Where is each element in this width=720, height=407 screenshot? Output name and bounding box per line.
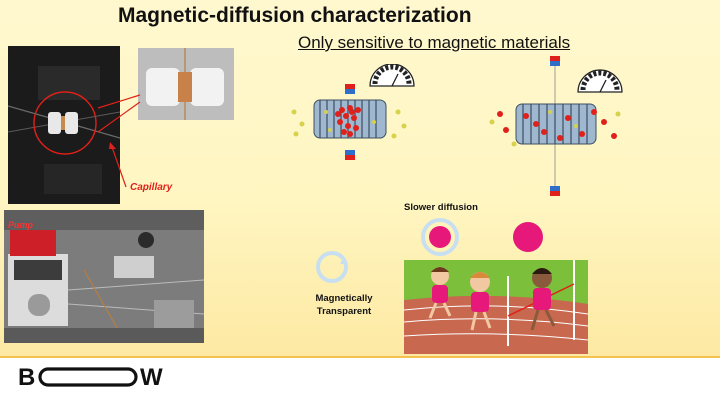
magnet-zoom-photo <box>138 48 234 120</box>
slower-diffusion-label: Slower diffusion <box>404 202 478 213</box>
diffusion-diagram-magnetic <box>291 64 415 160</box>
gauge-icon <box>369 64 415 87</box>
magnet-icon <box>550 186 560 196</box>
circular-arrow-icon <box>316 251 348 283</box>
coil-icon <box>313 99 387 139</box>
slide-subtitle: Only sensitive to magnetic materials <box>298 33 571 52</box>
magnet-icon <box>345 150 355 160</box>
pump-photo <box>4 210 204 343</box>
pump-label: Pump <box>8 220 34 230</box>
footer <box>0 356 720 407</box>
gauge-icon <box>577 69 623 93</box>
logo-letter-right: W <box>140 364 163 390</box>
slide-title: Magnetic-diffusion characterization <box>118 4 472 27</box>
bcw-logo: B W <box>18 364 170 395</box>
magnet-icon <box>345 84 355 94</box>
race-illustration <box>404 260 588 354</box>
coil-icon <box>515 103 597 145</box>
capillary-label: Capillary <box>130 182 173 193</box>
magnet-icon <box>550 56 560 66</box>
diffusion-diagram-spread <box>489 56 623 196</box>
pink-spheres <box>421 218 543 256</box>
setup-photo <box>8 46 120 204</box>
circular-arrow-icon <box>421 218 459 256</box>
magnetically-transparent-label: Magnetically Transparent <box>315 293 373 317</box>
logo-letter-left: B <box>18 364 35 390</box>
